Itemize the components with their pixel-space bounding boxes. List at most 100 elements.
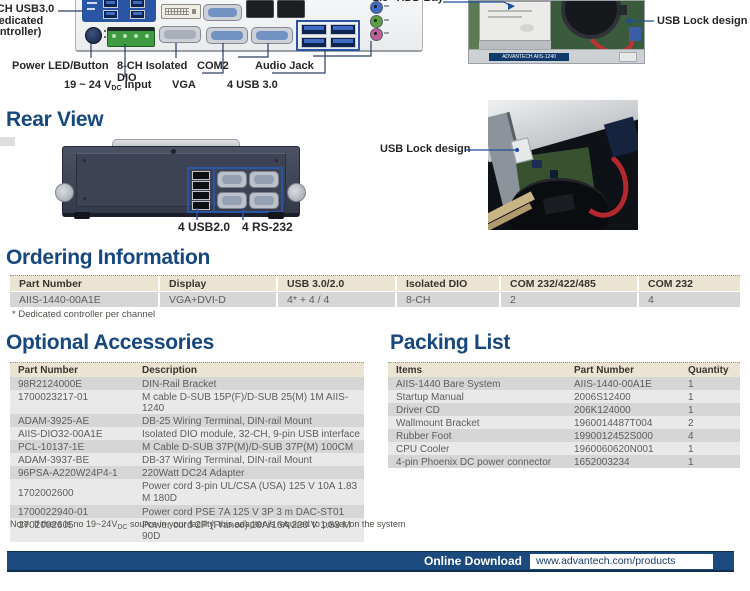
optional-accessories-title: Optional Accessories: [6, 331, 214, 354]
table-cell: 96PSA-A220W24P4-1: [18, 468, 118, 479]
column-header: COM 232: [637, 276, 740, 291]
table-row: 98R2124000E DIN-Rail Bracket: [10, 377, 364, 390]
table-cell: Startup Manual: [396, 392, 464, 403]
table-row: Wallmount Bracket 1960014487T004 2: [388, 416, 740, 429]
usb-port-icon: [301, 37, 327, 48]
table-row: ADAM-3925-AE DB-25 Wiring Terminal, DIN-…: [10, 414, 364, 427]
usb-port-icon: [130, 0, 145, 8]
usb-lock-photo: [488, 100, 638, 230]
table-row: 96PSA-A220W24P4-1 220Watt DC24 Adapter: [10, 466, 364, 479]
label-com2: COM2: [197, 60, 229, 72]
lan-port: [246, 0, 274, 18]
usb-port-icon: [330, 37, 356, 48]
table-cell: 1702002600: [18, 487, 74, 499]
board-badge: ADVANTECH AIIS-1240: [489, 53, 569, 61]
table-row: 1702002600 Power cord 3-pin UL/CSA (USA)…: [10, 479, 364, 505]
jack-icon: [384, 32, 389, 34]
table-cell: 1652003234: [574, 457, 630, 468]
rear-chassis: [62, 146, 300, 217]
table-cell: ADAM-3925-AE: [18, 416, 90, 427]
table-cell: 4: [637, 292, 740, 307]
usb-port-icon: [330, 24, 356, 35]
label-usb-lock-top: USB Lock design: [657, 15, 748, 27]
dio-connector: [159, 26, 201, 43]
online-download-bar: Online Download www.advantech.com/produc…: [7, 551, 734, 572]
com1-connector: [203, 4, 242, 21]
usb30-group-outline: [296, 20, 360, 51]
rs232-group-outline: [213, 167, 283, 213]
label-usb-lock-side: USB Lock design: [380, 143, 471, 155]
hdd-drive: [479, 1, 551, 41]
table-cell: 1700022940-01: [18, 507, 89, 518]
table-cell: AIIS-DIO32-00A1E: [18, 429, 103, 440]
dc-input-terminal: [107, 27, 155, 47]
download-url-box[interactable]: www.advantech.com/products: [530, 553, 713, 569]
table-row: 4-pin Phoenix DC power connector 1652003…: [388, 455, 740, 468]
table-cell: 4-pin Phoenix DC power connector: [396, 457, 552, 468]
jack-icon: [384, 19, 389, 21]
ordering-table: Part Number Display USB 3.0/2.0 Isolated…: [10, 275, 740, 307]
rs232-connector: [249, 171, 279, 188]
usb-group-marking: [87, 2, 97, 4]
table-row: 1702002605 Power cord 2P (France) 10A/16…: [10, 518, 364, 542]
table-cell: Power cord 2P (France) 10A/16A 220 V 1.8…: [142, 520, 351, 542]
table-row: ADAM-3937-BE DB-37 Wiring Terminal, DIN-…: [10, 453, 364, 466]
table-cell: Isolated DIO module, 32-CH, 9-pin USB in…: [142, 429, 360, 440]
column-header: Isolated DIO: [395, 276, 499, 291]
column-header: USB 3.0/2.0: [276, 276, 395, 291]
table-cell: 4* + 4 / 4: [276, 292, 395, 307]
rs232-connector: [249, 192, 279, 209]
usb-port-icon: [130, 10, 145, 19]
table-cell: ADAM-3937-BE: [18, 455, 90, 466]
table-cell: 98R2124000E: [18, 379, 82, 390]
dvi-connector: [161, 4, 201, 19]
label-audio-jack: Audio Jack: [255, 60, 314, 72]
table-header-row: Items Part Number Quantity: [388, 362, 740, 377]
online-download-label: Online Download: [424, 554, 522, 568]
jack-icon: [384, 5, 389, 7]
table-cell: 4: [688, 431, 694, 442]
table-cell: 1: [688, 444, 694, 455]
table-header-row: Part Number Display USB 3.0/2.0 Isolated…: [10, 275, 740, 291]
led-dot: [104, 30, 106, 32]
label-vga: VGA: [172, 79, 196, 91]
column-header: Items: [396, 365, 423, 376]
table-cell: 220Watt DC24 Adapter: [142, 468, 245, 479]
lan-port: [277, 0, 305, 18]
table-cell: Power cord 3-pin UL/CSA (USA) 125 V 10A …: [142, 481, 358, 504]
table-row: PCL-10137-1E M Cable D-SUB 37P(M)/D-SUB …: [10, 440, 364, 453]
label-vdc-input: 19 ~ 24 VDC Input: [64, 79, 152, 92]
adapter-note: Note: If there is no 19~24VDC source in …: [10, 519, 406, 531]
table-row: 1700023217-01 M cable D-SUB 15P(F)/D-SUB…: [10, 390, 364, 414]
table-cell: AIIS-1440-00A1E: [19, 294, 101, 306]
column-header: COM 232/422/485: [499, 276, 637, 291]
table-row: Rubber Foot 1990012452S000 4: [388, 429, 740, 442]
table-cell: 2006S12400: [574, 392, 631, 403]
table-cell: 1990012452S000: [574, 431, 653, 442]
table-row: AIIS-1440-00A1E VGA+DVI-D 4* + 4 / 4 8-C…: [10, 292, 740, 307]
table-cell: Wallmount Bracket: [396, 418, 480, 429]
internal-view-photo: ADVANTECH AIIS-1240: [468, 0, 645, 64]
front-panel-photo: [75, 0, 423, 52]
packing-list-table: Items Part Number Quantity AIIS-1440 Bar…: [388, 362, 740, 468]
usb-port-icon: [103, 0, 118, 8]
table-cell: AIIS-1440 Bare System: [396, 379, 501, 390]
packing-list-title: Packing List: [390, 331, 511, 354]
label-dio: 8-CH Isolated DIO: [117, 60, 188, 84]
table-row: Startup Manual 2006S12400 1: [388, 390, 740, 403]
audio-jack-mic: [370, 28, 383, 41]
table-cell: VGA+DVI-D: [158, 292, 276, 307]
label-hdd-bay: 2.5" HDD Bay: [373, 0, 444, 5]
table-row: CPU Cooler 1960060620N001 1: [388, 442, 740, 455]
table-cell: 1702002605: [18, 520, 74, 531]
table-cell: 1: [688, 457, 694, 468]
table-cell: 206K124000: [574, 405, 631, 416]
table-cell: 1960060620N001: [574, 444, 654, 455]
table-cell: 1960014487T004: [574, 418, 653, 429]
label-usb3-dedicated: 4-CH USB3.0 (Dedicated controller): [0, 3, 55, 38]
table-cell: 1: [688, 392, 694, 403]
power-button: [85, 27, 102, 44]
usb-port-icon: [301, 24, 327, 35]
column-header: Quantity: [688, 365, 729, 376]
